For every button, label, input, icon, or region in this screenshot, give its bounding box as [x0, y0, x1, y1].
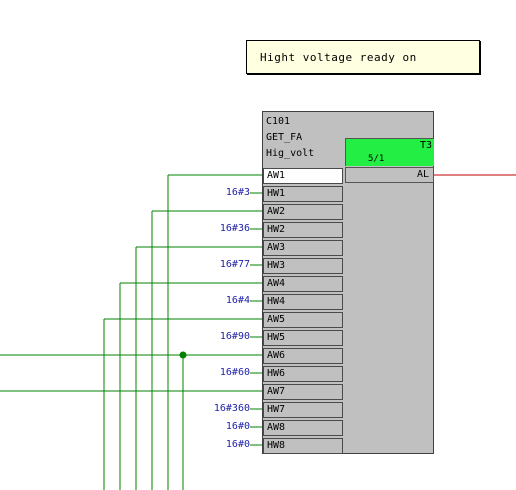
pin-constant-hw1: 16#3	[225, 187, 250, 198]
pin-constant-hw7: 16#360	[213, 403, 250, 414]
pin-constant-hw4: 16#4	[225, 295, 250, 306]
input-pin-hw3[interactable]: HW3	[263, 258, 343, 274]
input-pin-hw8[interactable]: HW8	[263, 438, 343, 454]
block-name: Hig_volt	[266, 148, 315, 159]
pin-constant-hw3: 16#77	[219, 259, 250, 270]
pin-constant-hw8: 16#0	[225, 439, 250, 450]
junction-dot	[179, 351, 187, 359]
pin-constant-hw2: 16#36	[219, 223, 250, 234]
input-pin-aw4[interactable]: AW4	[263, 276, 343, 292]
input-pin-aw7[interactable]: AW7	[263, 384, 343, 400]
pin-constant-aw8: 16#0	[225, 421, 250, 432]
input-pin-hw4[interactable]: HW4	[263, 294, 343, 310]
input-pin-aw5[interactable]: AW5	[263, 312, 343, 328]
comment-text: Hight voltage ready on	[260, 51, 417, 64]
input-pin-aw1[interactable]: AW1	[263, 168, 343, 184]
comment-box[interactable]: Hight voltage ready on	[246, 40, 480, 74]
input-pin-hw6[interactable]: HW6	[263, 366, 343, 382]
input-pin-aw3[interactable]: AW3	[263, 240, 343, 256]
output-pin-al[interactable]: AL	[345, 167, 434, 183]
block-type: GET_FA	[266, 132, 303, 143]
status-indicator: T3 5/1	[345, 138, 434, 166]
status-ratio: 5/1	[368, 154, 385, 164]
input-pin-aw6[interactable]: AW6	[263, 348, 343, 364]
input-pin-hw1[interactable]: HW1	[263, 186, 343, 202]
block-instance: C101	[266, 116, 291, 127]
status-tag: T3	[419, 140, 432, 151]
input-pin-hw7[interactable]: HW7	[263, 402, 343, 418]
pin-constant-hw6: 16#60	[219, 367, 250, 378]
input-pin-aw2[interactable]: AW2	[263, 204, 343, 220]
pin-constant-hw5: 16#90	[219, 331, 250, 342]
input-pin-aw8[interactable]: AW8	[263, 420, 343, 436]
input-pin-hw2[interactable]: HW2	[263, 222, 343, 238]
input-pin-hw5[interactable]: HW5	[263, 330, 343, 346]
